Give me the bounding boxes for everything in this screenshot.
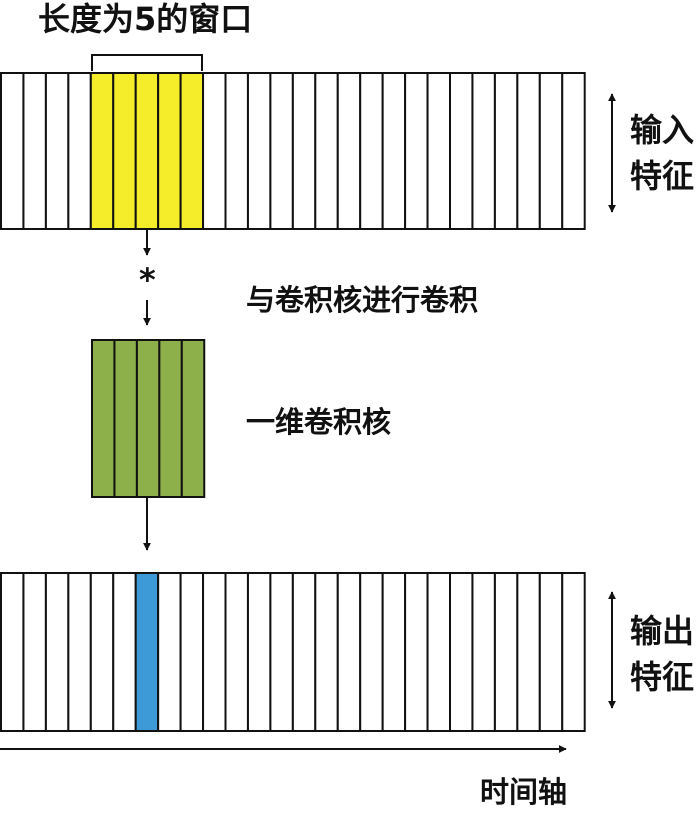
kernel-cell [180, 339, 206, 498]
output-cell [112, 572, 137, 732]
input-cell [202, 72, 227, 230]
kernel-cell [113, 339, 138, 498]
output-feature-label-line1: 输出 [630, 612, 694, 650]
input-cell [67, 72, 92, 230]
output-cell [471, 572, 496, 732]
output-cell [0, 572, 25, 732]
output-result-cell [134, 572, 160, 732]
input-cell [404, 72, 429, 230]
input-window-cell [179, 72, 205, 230]
kernel-label: 一维卷积核 [246, 405, 391, 439]
input-cell [44, 72, 70, 230]
input-cell [471, 72, 496, 230]
input-cell [246, 72, 272, 230]
output-cell [538, 572, 564, 732]
input-cell [516, 72, 541, 230]
kernel-strip [91, 339, 206, 498]
input-cell [449, 72, 474, 230]
input-cell [0, 72, 25, 230]
input-cell [22, 72, 47, 230]
output-cell [336, 572, 362, 732]
input-cell [336, 72, 362, 230]
input-cell [224, 72, 249, 230]
convolution-operator-star: * [139, 261, 156, 299]
output-cell [67, 572, 92, 732]
output-cell [404, 572, 429, 732]
output-feature-label-line2: 特征 [630, 658, 694, 696]
output-cell [449, 572, 474, 732]
convolve-label: 与卷积核进行卷积 [246, 283, 478, 317]
output-cell [269, 572, 294, 732]
output-cell [291, 572, 317, 732]
output-cell [493, 572, 519, 732]
output-cell [314, 572, 339, 732]
input-cell [538, 72, 564, 230]
input-cell [314, 72, 339, 230]
output-cell [381, 572, 407, 732]
input-cell [381, 72, 407, 230]
input-window-cell [89, 72, 115, 230]
input-cell [493, 72, 519, 230]
input-cell [291, 72, 317, 230]
output-cell [516, 572, 541, 732]
output-cell [561, 572, 586, 732]
kernel-cell [135, 339, 161, 498]
input-cell [359, 72, 384, 230]
output-cell [426, 572, 451, 732]
output-cell [224, 572, 249, 732]
output-cell [359, 572, 384, 732]
output-cell [157, 572, 182, 732]
output-cell [89, 572, 115, 732]
input-cell [269, 72, 294, 230]
time-axis-label: 时间轴 [480, 775, 567, 809]
output-cell [44, 572, 70, 732]
input-window-cell [112, 72, 137, 230]
kernel-cell [91, 339, 116, 498]
input-feature-label-line1: 输入 [630, 111, 694, 149]
kernel-cell [158, 339, 183, 498]
output-cell [246, 572, 272, 732]
input-feature-strip [0, 72, 586, 230]
input-window-cell [157, 72, 182, 230]
input-cell [561, 72, 586, 230]
window-label: 长度为5的窗口 [38, 0, 252, 38]
input-window-cell [134, 72, 160, 230]
window-bracket [91, 54, 203, 71]
output-cell [202, 572, 227, 732]
input-cell [426, 72, 451, 230]
output-cell [22, 572, 47, 732]
output-feature-strip [0, 572, 586, 732]
input-feature-label-line2: 特征 [630, 157, 694, 195]
output-cell [179, 572, 205, 732]
